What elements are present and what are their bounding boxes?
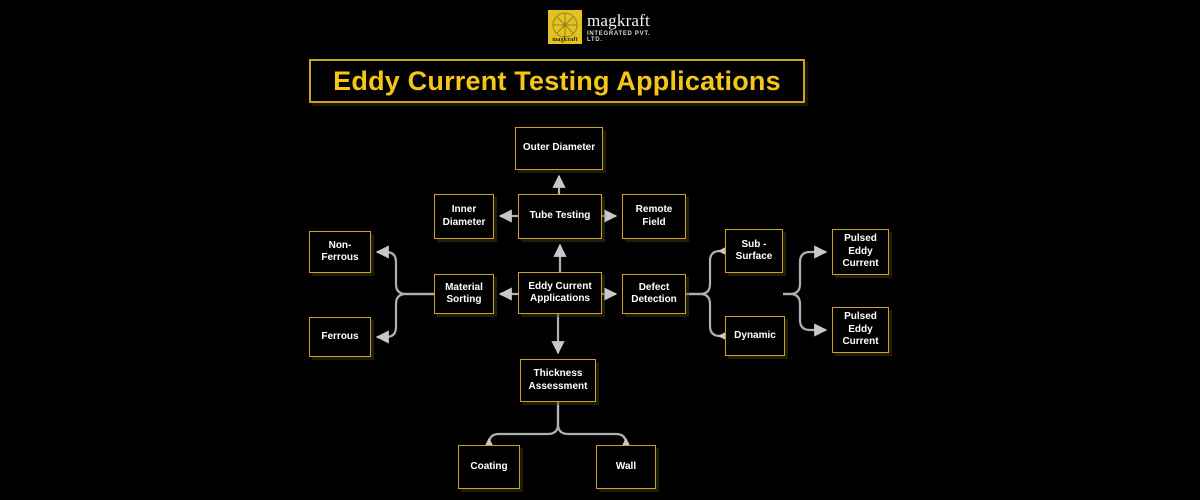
node-label: Material Sorting (445, 281, 483, 306)
node-wall[interactable]: Wall (596, 445, 656, 489)
page-title: Eddy Current Testing Applications (333, 65, 781, 96)
logo-company-name: magkraft (587, 10, 650, 30)
node-label: Defect Detection (631, 281, 677, 306)
node-label: Wall (615, 460, 637, 472)
company-logo: magkraft magkraft INTEGRATED PVT. LTD. (548, 6, 658, 48)
node-dynamic[interactable]: Dynamic (725, 316, 785, 356)
edge-thickness-to-coating (482, 402, 560, 451)
edge-material-sorting-to-non-ferrous (375, 245, 434, 296)
page-title-box: Eddy Current Testing Applications (309, 59, 805, 103)
node-pulsed-eddy-current-top[interactable]: Pulsed Eddy Current (832, 229, 889, 275)
node-label: Pulsed Eddy Current (842, 233, 879, 270)
node-label: Remote Field (635, 204, 673, 228)
node-label: Eddy Current Applications (528, 280, 592, 305)
logo-wordmark: magkraft INTEGRATED PVT. LTD. (587, 12, 658, 43)
node-inner-diameter[interactable]: Inner Diameter (434, 194, 494, 239)
node-label: Pulsed Eddy Current (842, 311, 879, 348)
node-eddy-current-applications[interactable]: Eddy Current Applications (518, 272, 602, 314)
node-ferrous[interactable]: Ferrous (309, 317, 371, 357)
node-label: Outer Diameter (522, 142, 596, 154)
magkraft-logo-icon: magkraft (548, 10, 582, 44)
logo-mark-label: magkraft (552, 37, 578, 43)
node-label: Coating (470, 460, 508, 472)
node-label: Inner Diameter (442, 204, 486, 228)
node-tube-testing[interactable]: Tube Testing (518, 194, 602, 239)
edge-material-sorting-to-ferrous (375, 292, 434, 344)
node-defect-detection[interactable]: Defect Detection (622, 274, 686, 314)
node-non-ferrous[interactable]: Non- Ferrous (309, 231, 371, 273)
node-label: Non- Ferrous (321, 239, 359, 264)
edge-defect-to-dynamic (686, 292, 731, 343)
node-label: Tube Testing (529, 210, 591, 222)
node-thickness-assessment[interactable]: Thickness Assessment (520, 359, 596, 402)
node-coating[interactable]: Coating (458, 445, 520, 489)
node-outer-diameter[interactable]: Outer Diameter (515, 127, 603, 170)
node-material-sorting[interactable]: Material Sorting (434, 274, 494, 314)
node-pulsed-eddy-current-bottom[interactable]: Pulsed Eddy Current (832, 307, 889, 353)
edge-sub-surface-to-pulsed-top (783, 245, 828, 296)
logo-company-subtitle: INTEGRATED PVT. LTD. (587, 30, 651, 43)
edge-thickness-to-wall (556, 402, 633, 451)
node-remote-field[interactable]: Remote Field (622, 194, 686, 239)
edge-defect-to-sub-surface (686, 244, 731, 296)
node-label: Ferrous (321, 330, 359, 342)
node-label: Thickness Assessment (528, 368, 588, 392)
edge-dynamic-to-pulsed-bottom (783, 292, 828, 337)
node-sub-surface[interactable]: Sub - Surface (725, 229, 783, 273)
node-label: Sub - Surface (735, 238, 773, 263)
node-label: Dynamic (734, 329, 776, 341)
